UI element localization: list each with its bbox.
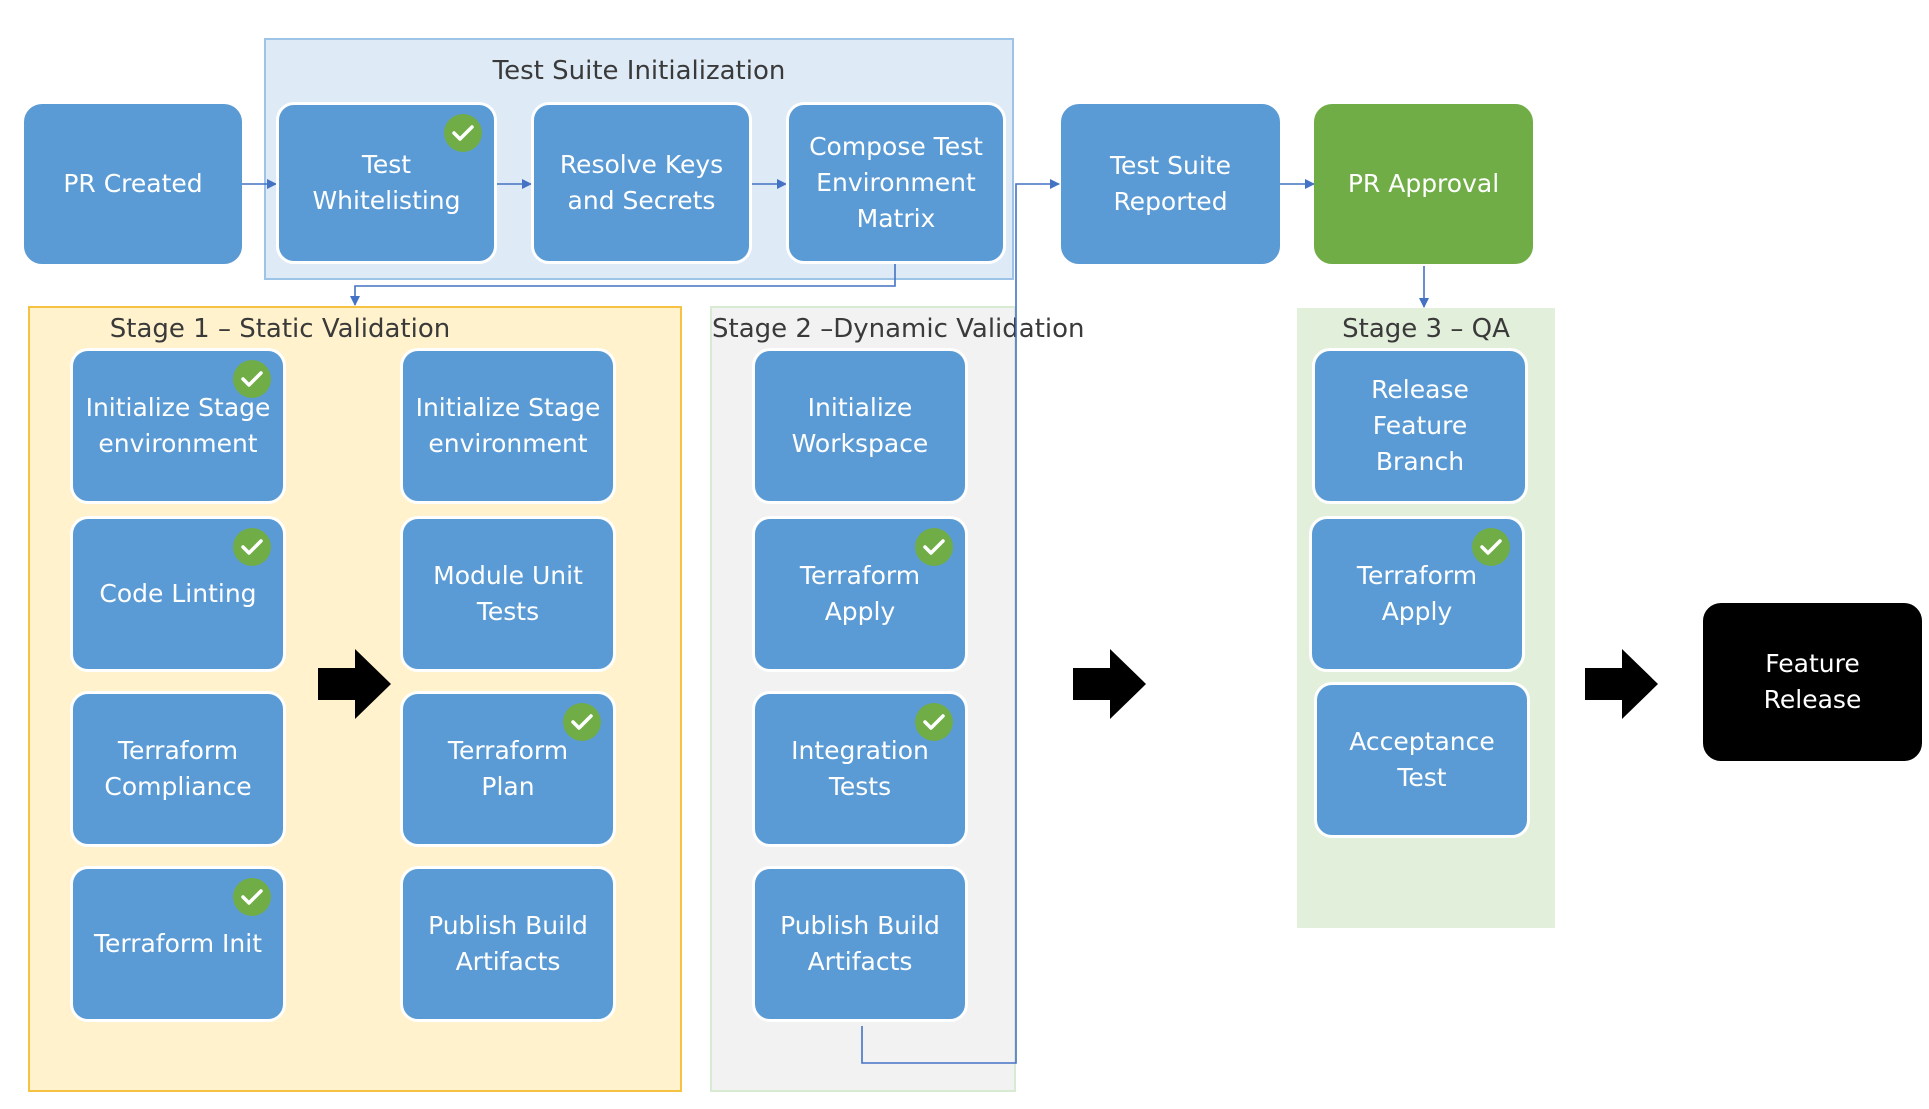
s1-code-linting-box: Code Linting (70, 516, 286, 672)
s1-terraform-plan-box: Terraform Plan (400, 691, 616, 847)
check-circle-icon (915, 703, 953, 741)
node-label: Terraform Plan (447, 736, 569, 801)
group-title-init: Test Suite Initialization (492, 56, 786, 86)
s2-integration-tests-box: Integration Tests (752, 691, 968, 847)
feature-release-box: Feature Release (1703, 603, 1922, 761)
check-circle-icon (233, 360, 271, 398)
right-arrow-icon (318, 649, 391, 719)
node-label: Integration Tests (791, 736, 929, 801)
node-label: Terraform Apply (1356, 561, 1478, 626)
s1-initialize-stage-box: Initialize Stage environment (70, 348, 286, 504)
s3-terraform-apply-box: Terraform Apply (1309, 516, 1525, 672)
s1-terraform-compliance-box: Terraform Compliance (70, 691, 286, 847)
check-circle-icon (233, 878, 271, 916)
connector-stage2-to-suite-reported (861, 179, 1060, 1064)
check-circle-icon (444, 114, 482, 152)
check-circle-icon (915, 528, 953, 566)
s2-publish-build-artifacts-box: Publish Build Artifacts (752, 866, 968, 1022)
s2-initialize-workspace-box: Initialize Workspace (752, 348, 968, 504)
check-circle-icon (563, 703, 601, 741)
node-label: Test Whitelisting (312, 150, 461, 215)
right-arrow-icon (1073, 649, 1146, 719)
s1-publish-build-artifacts-box: Publish Build Artifacts (400, 866, 616, 1022)
node-label: Code Linting (99, 579, 257, 608)
compose-test-environment-matrix-box: Compose Test Environment Matrix (786, 102, 1006, 264)
s1-initialize-stage-2-box: Initialize Stage environment (400, 348, 616, 504)
node-label: Terraform Init (93, 929, 263, 958)
pr-created-box: PR Created (24, 104, 242, 264)
s3-release-feature-branch-box: Release Feature Branch (1312, 348, 1528, 504)
test-whitelisting-box: Test Whitelisting (276, 102, 497, 264)
check-circle-icon (1472, 528, 1510, 566)
check-circle-icon (233, 528, 271, 566)
node-label: Initialize Stage environment (85, 393, 271, 458)
group-title-stage3: Stage 3 – QA (1342, 314, 1510, 344)
s3-acceptance-test-box: Acceptance Test (1314, 682, 1530, 838)
resolve-keys-box: Resolve Keys and Secrets (531, 102, 752, 264)
right-arrow-icon (1585, 649, 1658, 719)
s1-module-unit-tests-box: Module Unit Tests (400, 516, 616, 672)
test-suite-reported-box: Test Suite Reported (1061, 104, 1280, 264)
connector-compose-matrix-to-stage1 (350, 262, 896, 306)
s2-terraform-apply-box: Terraform Apply (752, 516, 968, 672)
node-label: Terraform Apply (799, 561, 921, 626)
s1-terraform-init-box: Terraform Init (70, 866, 286, 1022)
pr-approval-box: PR Approval (1314, 104, 1533, 264)
group-title-stage1: Stage 1 – Static Validation (109, 314, 451, 344)
